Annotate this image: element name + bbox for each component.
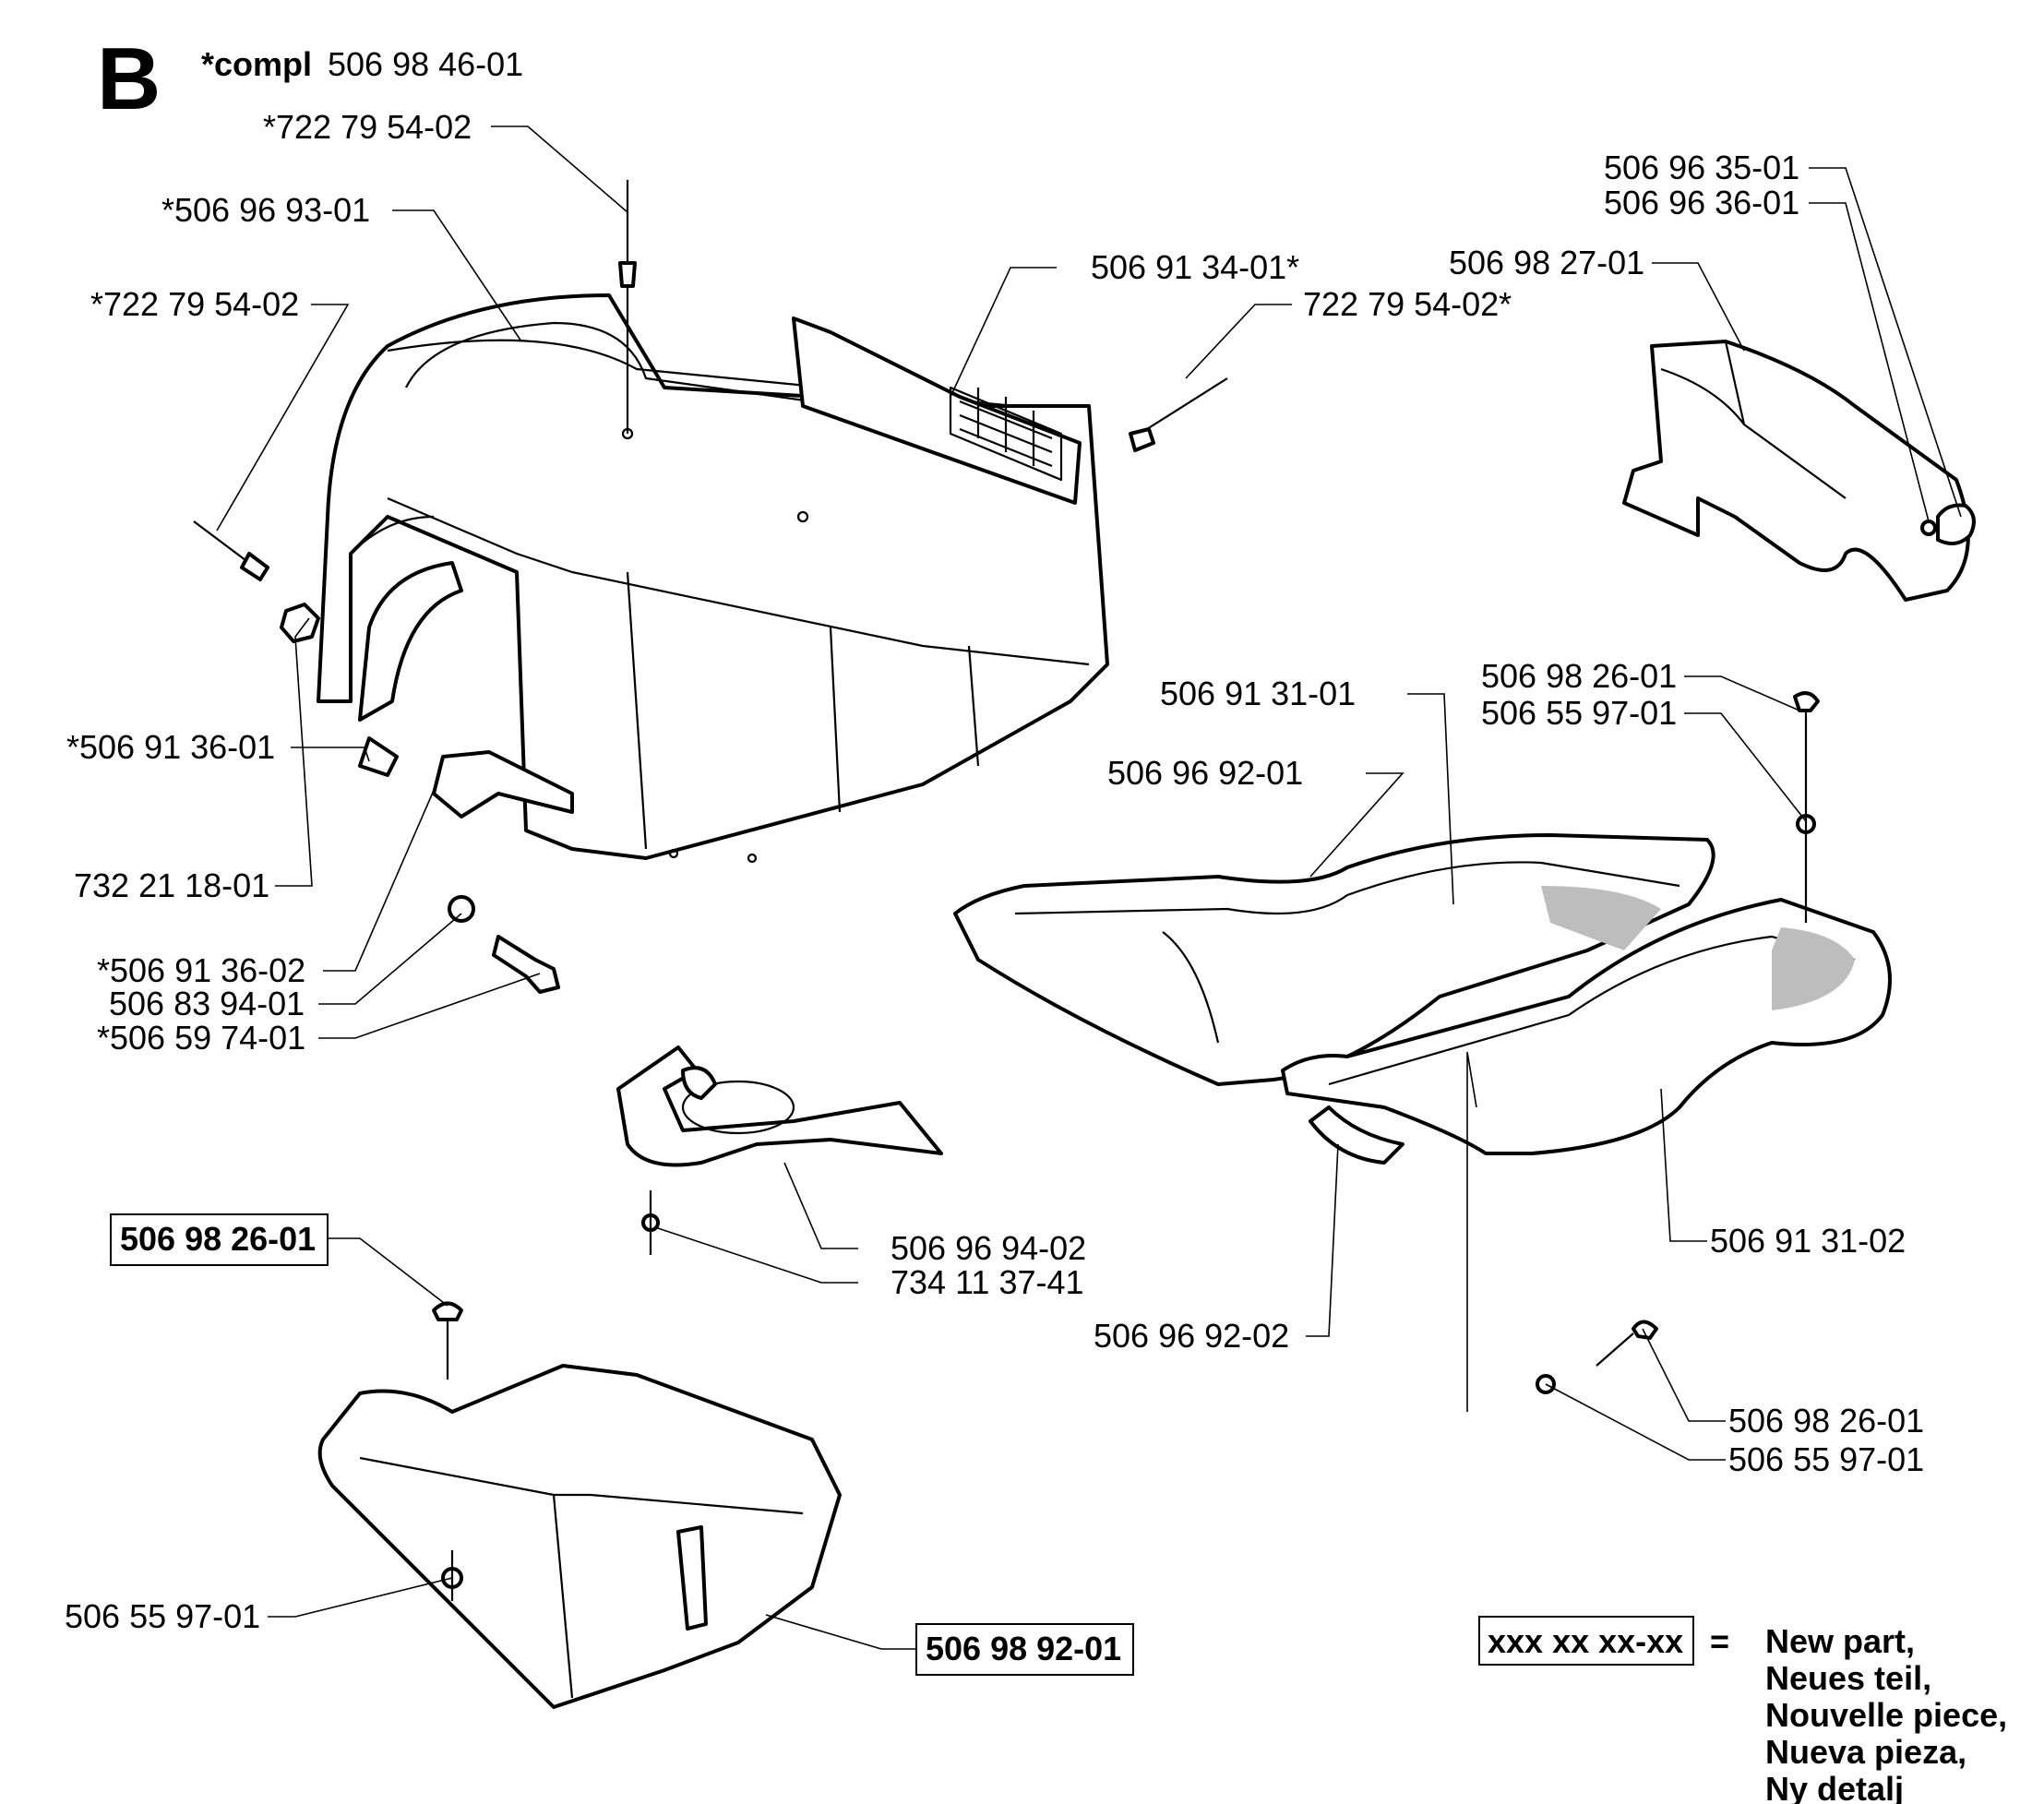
label-506-96-93-01: *506 96 93-01 [161,191,370,229]
legend-sample-box [1478,1616,1694,1666]
label-506-96-36-01: 506 96 36-01 [1604,184,1799,221]
label-506-96-94-02: 506 96 94-02 [891,1229,1086,1267]
label-506-55-97-01-top: 506 55 97-01 [1481,694,1677,732]
label-722-79-54-02-right: 722 79 54-02* [1303,285,1512,323]
label-722-79-54-02-left: *722 79 54-02 [90,285,299,323]
section-letter: B [97,30,161,128]
label-722-79-54-02-top: *722 79 54-02 [263,108,472,146]
bottom-cover-drawing [317,1364,842,1709]
label-734-11-37-41: 734 11 37-41 [891,1263,1084,1301]
label-506-55-97-01-right: 506 55 97-01 [1728,1440,1924,1478]
compl-part-number: 506 98 46-01 [328,45,523,83]
chute-drawing [616,1045,943,1167]
leader-lines [216,125,1962,1650]
legend-line-de: Neues teil, [1765,1659,1931,1697]
label-506-83-94-01: 506 83 94-01 [109,985,305,1022]
boxed-label-506-98-26-01: 506 98 26-01 [120,1220,316,1258]
boxed-label-frame-506-98-26-01 [110,1213,329,1266]
legend: xxx xx xx-xx = New part, Neues teil, Nou… [1478,1616,2007,1804]
seat-pan-drawing [1281,898,1892,1165]
label-506-98-26-01-top: 506 98 26-01 [1481,657,1677,695]
label-506-96-92-02: 506 96 92-02 [1094,1317,1289,1355]
label-732-21-18-01: 732 21 18-01 [74,866,269,904]
label-506-91-36-01: *506 91 36-01 [66,728,275,766]
lower-bracket-drawing [432,750,574,818]
boxed-label-frame-506-98-92-01 [915,1623,1134,1676]
label-506-96-92-01: 506 96 92-01 [1107,754,1303,792]
legend-sample: xxx xx xx-xx [1488,1622,1683,1660]
right-top-fasteners [1920,503,1976,545]
label-506-98-26-01-right: 506 98 26-01 [1728,1402,1924,1440]
legend-line-fr: Nouvelle piece, [1765,1696,2007,1734]
label-506-55-97-01-bottom: 506 55 97-01 [65,1597,260,1635]
boxed-label-506-98-92-01: 506 98 92-01 [926,1630,1121,1667]
compl-prefix: *compl [201,45,312,83]
legend-line-es: Nueva pieza, [1765,1733,1966,1771]
bracket-drawing [358,561,463,777]
legend-line-sv: Ny detalj [1765,1770,1904,1804]
label-506-91-36-02: *506 91 36-02 [97,951,305,989]
label-506-91-34-01: 506 91 34-01* [1091,248,1299,286]
label-506-96-35-01: 506 96 35-01 [1604,149,1799,186]
legend-equals: = [1710,1622,1729,1660]
seat-base-drawing [953,833,1715,1086]
rivets [193,180,1228,581]
label-506-59-74-01: *506 59 74-01 [97,1019,305,1057]
label-506-98-27-01: 506 98 27-01 [1449,244,1644,281]
label-506-91-31-01: 506 91 31-01 [1160,675,1356,712]
legend-line-en: New part, [1765,1622,1915,1660]
grille-panel-drawing [792,317,1082,505]
fasteners-left [280,603,560,994]
label-506-91-31-02: 506 91 31-02 [1710,1222,1906,1260]
right-top-cover-drawing [1622,340,1970,602]
